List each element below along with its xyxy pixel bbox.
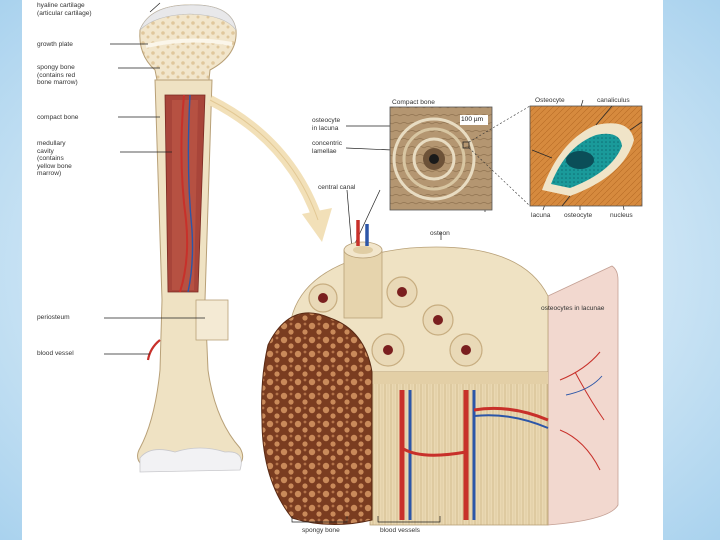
long-bone (137, 4, 244, 473)
label-compact-bone: compact bone (37, 114, 79, 121)
label-central-canal: central canal (318, 184, 356, 191)
label-nucleus: nucleus (610, 212, 633, 219)
label-blood-vessels: blood vessels (380, 527, 420, 534)
label-growth-plate: growth plate (37, 41, 73, 48)
periosteum-flap (195, 299, 229, 341)
label-osteon: osteon (430, 230, 450, 237)
label-spongy-bone: spongy bone (contains red bone marrow) (37, 64, 78, 87)
label-medullary-cavity: medullary cavity (contains yellow bone m… (37, 140, 72, 178)
label-lacuna: lacuna (531, 212, 551, 219)
bottom-brackets (291, 516, 441, 523)
articular-cartilage (139, 4, 237, 31)
label-concentric-lamellae: concentric lamellae (312, 140, 343, 155)
label-hyaline-cartilage: hyaline cartilage (articular cartilage) (37, 2, 92, 17)
label-osteocytes-in-lacunae: osteocytes in lacunae (541, 305, 605, 312)
label-osteocyte: osteocyte (564, 212, 593, 219)
label-compact-bone-title: Compact bone (392, 99, 435, 106)
label-periosteum: periosteum (37, 314, 70, 321)
spongy-bone-chunk (261, 312, 373, 525)
zoom-arrow (207, 95, 332, 242)
blood-vessel-shaft (146, 339, 161, 361)
compact-bone-micrograph (389, 106, 493, 211)
label-scale-bar: 100 µm (461, 116, 484, 123)
label-blood-vessel: blood vessel (37, 350, 74, 357)
osteocyte-micrograph (529, 105, 643, 207)
label-canaliculus: canaliculus (597, 97, 630, 104)
growth-plate (145, 38, 233, 48)
label-osteocyte-in-lacuna: osteocyte in lacuna (312, 117, 341, 132)
label-osteocyte-title: Osteocyte (535, 97, 565, 104)
label-spongy-bone-bottom: spongy bone (302, 527, 340, 534)
